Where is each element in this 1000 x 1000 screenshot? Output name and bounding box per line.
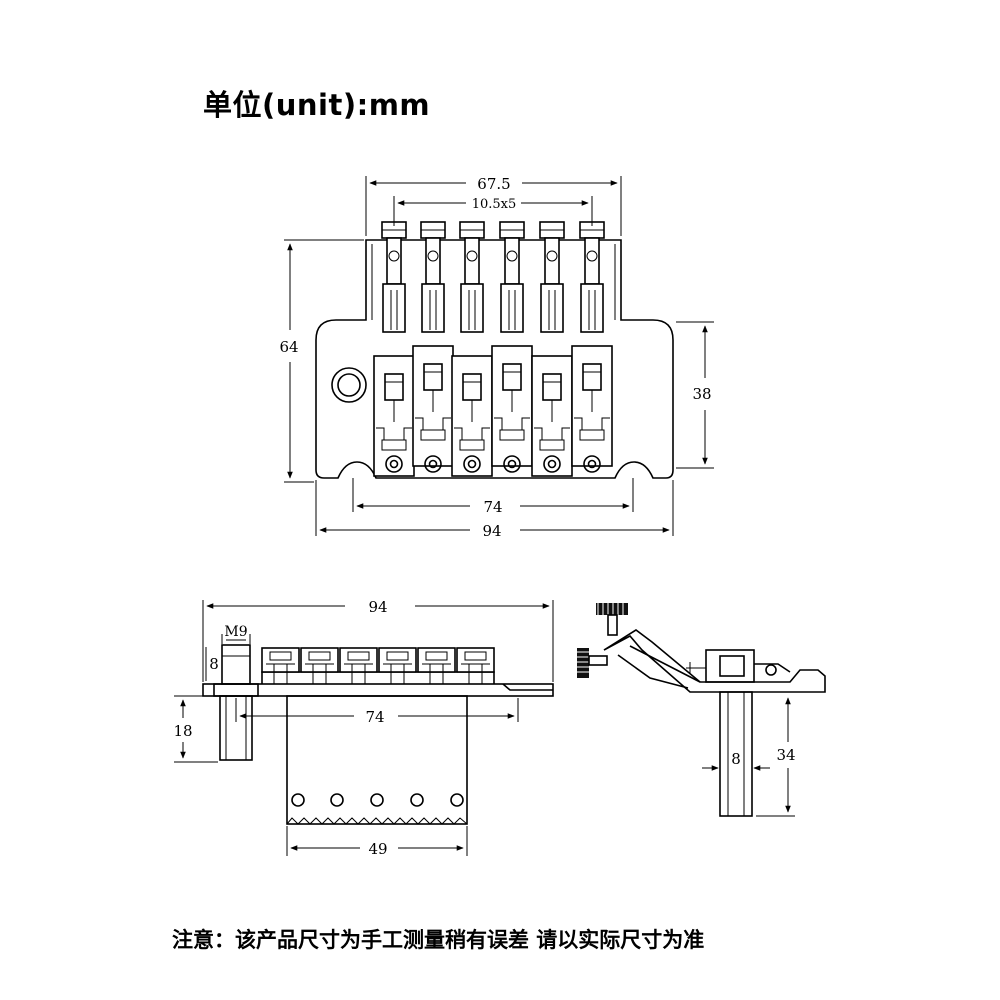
saddle-4 [491, 221, 533, 473]
front-dimensions: 94 M9 8 18 74 49 [173, 598, 554, 858]
tremolo-block [286, 695, 468, 825]
front-saddle-2 [300, 647, 339, 684]
fine-tuner-knob-left [577, 648, 608, 678]
dim-block-width: 49 [368, 840, 387, 858]
dim-thread: M9 [224, 624, 247, 640]
side-dimensions: 8 34 [702, 697, 796, 817]
block-holes [291, 793, 464, 807]
top-dimensions: 67.5 10.5x5 64 38 74 94 [279, 175, 714, 540]
string-hole-5 [450, 793, 464, 807]
front-saddle-5 [417, 647, 456, 684]
string-hole-4 [410, 793, 424, 807]
front-saddles [261, 647, 495, 684]
footer-note: 注意：该产品尺寸为手工测量稍有误差 请以实际尺寸为准 [172, 928, 705, 952]
saddles [373, 221, 613, 477]
mounting-hole [331, 367, 367, 403]
front-saddle-6 [456, 647, 495, 684]
dim-front-overall-width: 94 [368, 598, 387, 616]
dim-stud-height: 18 [173, 722, 192, 740]
side-saddle [686, 649, 791, 683]
saddle-6 [571, 221, 613, 473]
front-saddle-4 [378, 647, 417, 684]
top-view: 67.5 10.5x5 64 38 74 94 [279, 175, 714, 540]
saddle-2 [412, 221, 454, 473]
dim-height: 64 [279, 338, 298, 356]
string-hole-2 [330, 793, 344, 807]
dim-thread-length: 8 [209, 655, 219, 673]
stud [213, 644, 259, 761]
bridge-body-outline [315, 239, 674, 479]
dim-front-stud-span: 74 [365, 708, 384, 726]
front-view: 94 M9 8 18 74 49 [173, 598, 554, 858]
dim-spacing: 10.5x5 [472, 197, 517, 212]
front-saddle-3 [339, 647, 378, 684]
dim-block-thickness: 8 [731, 750, 741, 768]
side-view: 8 34 [577, 603, 826, 817]
saddle-1 [373, 221, 415, 477]
saddle-5 [531, 221, 573, 477]
base-plate [202, 683, 554, 697]
string-hole-3 [370, 793, 384, 807]
unit-title: 单位(unit):mm [203, 88, 431, 122]
front-saddle-1 [261, 647, 300, 684]
dim-base-height: 38 [692, 385, 711, 403]
side-block [719, 691, 753, 817]
base-arm [603, 629, 826, 693]
dim-stud-span: 74 [483, 498, 502, 516]
dim-base-width: 94 [482, 522, 501, 540]
fine-tuner-knob-top [596, 603, 628, 636]
saddle-3 [451, 221, 493, 477]
dim-overall-width: 67.5 [477, 175, 510, 193]
dim-block-height: 34 [776, 746, 795, 764]
string-hole-1 [291, 793, 305, 807]
